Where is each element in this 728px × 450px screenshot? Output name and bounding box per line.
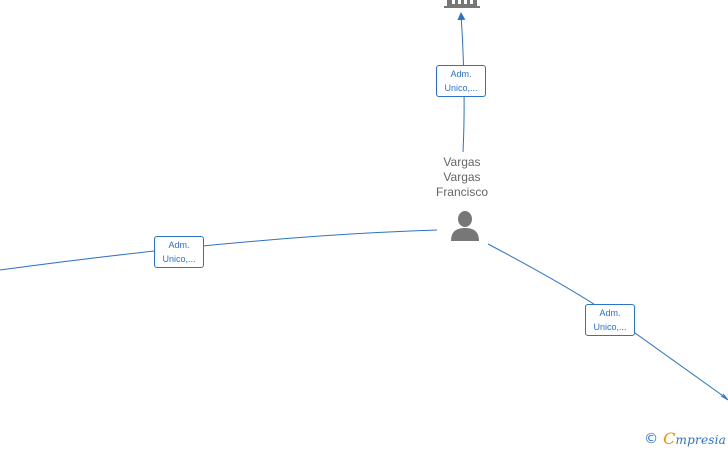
edge-label-line: Unico,... — [162, 254, 196, 264]
edge-label-line: Unico,... — [444, 83, 478, 93]
person-name-line: Vargas — [443, 170, 481, 184]
edge-label-right[interactable]: Adm. Unico,... — [585, 304, 635, 336]
brand-watermark: © Cmpresia — [644, 429, 726, 448]
edge-arrow-right — [720, 393, 728, 401]
edge-label-line: Adm. — [450, 69, 472, 79]
brand-logo-initial: C — [663, 429, 676, 448]
brand-logo: Cmpresia — [663, 429, 726, 448]
edge-label-line: Adm. — [168, 240, 190, 250]
edge-label-line: Unico,... — [593, 322, 627, 332]
person-icon[interactable] — [448, 210, 482, 242]
edge-label-top[interactable]: Adm. Unico,... — [436, 65, 486, 97]
edge-line-left — [0, 229, 438, 271]
person-name-line: Vargas — [443, 155, 481, 169]
edge-label-line: Adm. — [599, 308, 621, 318]
edge-label-left[interactable]: Adm. Unico,... — [154, 236, 204, 268]
person-name[interactable]: Vargas Vargas Francisco — [412, 155, 512, 200]
building-icon[interactable] — [444, 0, 480, 8]
brand-logo-text: mpresia — [675, 433, 726, 447]
person-name-line: Francisco — [435, 185, 488, 199]
copyright-icon: © — [644, 430, 659, 447]
